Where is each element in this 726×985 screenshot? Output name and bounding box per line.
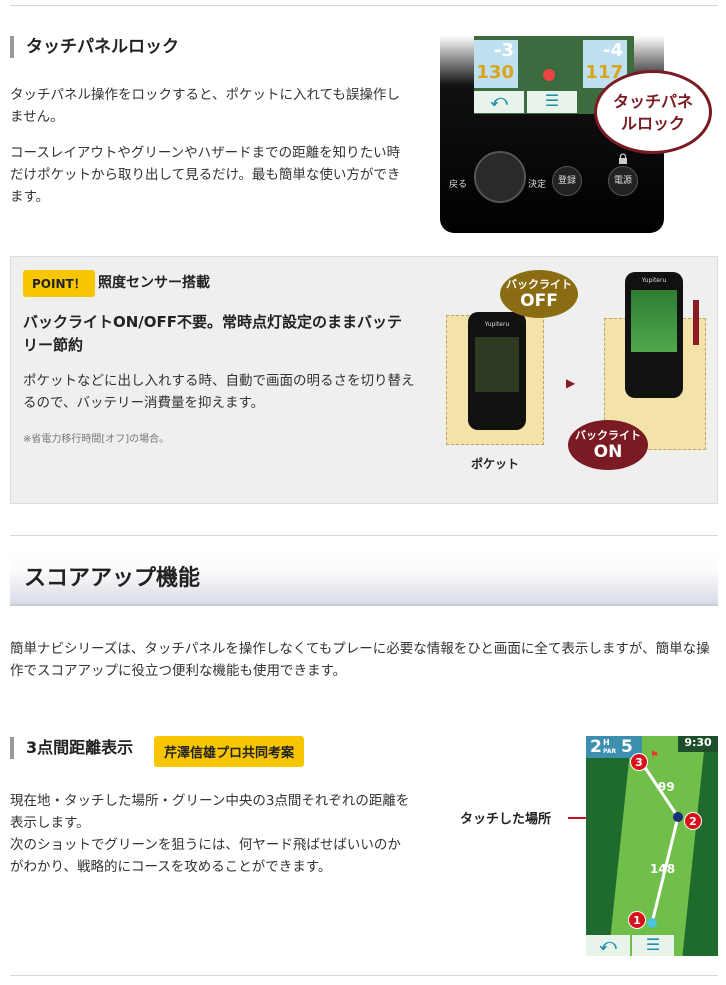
score-right: -4 (603, 40, 623, 61)
device-backlight-on: Yupiteru (625, 272, 683, 398)
pin-icon (543, 69, 555, 81)
scoreup-title: スコアアップ機能 (24, 566, 201, 591)
divider (10, 975, 718, 976)
par-label: PAR (603, 748, 617, 755)
arrow-right-icon: ▶ (566, 376, 576, 390)
touch-lock-paragraph-1: タッチパネル操作をロックすると、ポケットに入れても誤操作しません。 (10, 87, 400, 125)
three-point-body-1: 現在地・タッチした場所・グリーン中央の3点間それぞれの距離を表示します。 (10, 793, 410, 831)
distance-right: 117 (585, 62, 623, 83)
power-button-image: 電源 (608, 166, 638, 196)
point-badge: POINT！ (23, 270, 95, 297)
brand-logo-off: Yupiteru (484, 321, 510, 328)
hole-number: 2 (590, 737, 602, 757)
section-header-scoreup: スコアアップ機能 (10, 548, 718, 606)
point-body: ポケットなどに出し入れする時、自動で画面の明るさを切り替えるので、バッテリー消費… (23, 373, 415, 411)
score-left: -3 (494, 40, 514, 61)
touch-location-label: タッチした場所 (460, 812, 552, 827)
hole-info: 2 H PAR 5 (586, 736, 642, 758)
menu-icon: ☰ (527, 91, 577, 113)
point-note: ※省電力移行時間[オフ]の場合。 (23, 434, 170, 445)
marker-3: 3 (630, 753, 648, 771)
distance-lower: 148 (650, 862, 676, 876)
three-point-body-2: 次のショットでグリーンを狙うには、何ヤード飛ばせばいいのかがわかり、戦略的にコー… (10, 837, 401, 875)
back-label: 戻る (449, 180, 468, 190)
collab-badge: 芹澤信雄プロ共同考案 (154, 736, 305, 767)
distance-upper: 99 (658, 780, 675, 794)
device-backlight-off: Yupiteru (468, 312, 526, 430)
section-heading-three-point: 3点間距離表示 (10, 737, 133, 759)
point-headline: バックライトON/OFF不要。常時点灯設定のままバッテリー節約 (23, 313, 403, 354)
clock: 9:30 (678, 736, 718, 752)
dpad (474, 151, 526, 203)
back-arrow-icon: ⤺ (474, 91, 524, 113)
touch-lock-paragraph-2: コースレイアウトやグリーンやハザードまでの距離を知りたい時だけポケットから取り出… (10, 145, 401, 205)
pocket-label: ポケット (471, 457, 520, 471)
distance-left: 130 (476, 62, 514, 83)
lock-icon (619, 153, 627, 164)
back-button-icon: ⤺ (586, 935, 630, 956)
flag-icon: ⚑ (650, 750, 659, 761)
distance-lines (642, 765, 683, 928)
point-title: 照度センサー搭載 (98, 275, 210, 291)
par-number: 5 (621, 737, 633, 757)
hole-unit: H (603, 738, 610, 747)
arrow-up-icon (693, 300, 699, 345)
callout-touch-panel-lock: タッチパネルロック (594, 70, 712, 154)
scoreup-intro: 簡単ナビシリーズは、タッチパネルを操作しなくてもプレーに必要な情報をひと画面に全… (10, 641, 710, 679)
golf-map: 2 H PAR 5 9:30 ⚑ 3 2 1 99 148 ⤺ ☰ (586, 736, 718, 956)
register-button-image: 登録 (552, 166, 582, 196)
divider (10, 535, 718, 536)
decide-label: 決定 (528, 180, 547, 190)
marker-2: 2 (684, 812, 702, 830)
menu-button-icon: ☰ (632, 935, 674, 956)
divider (10, 5, 718, 6)
marker-1: 1 (628, 911, 646, 929)
brand-logo-on: Yupiteru (641, 277, 667, 284)
section-heading-touch-lock: タッチパネルロック (10, 36, 179, 58)
